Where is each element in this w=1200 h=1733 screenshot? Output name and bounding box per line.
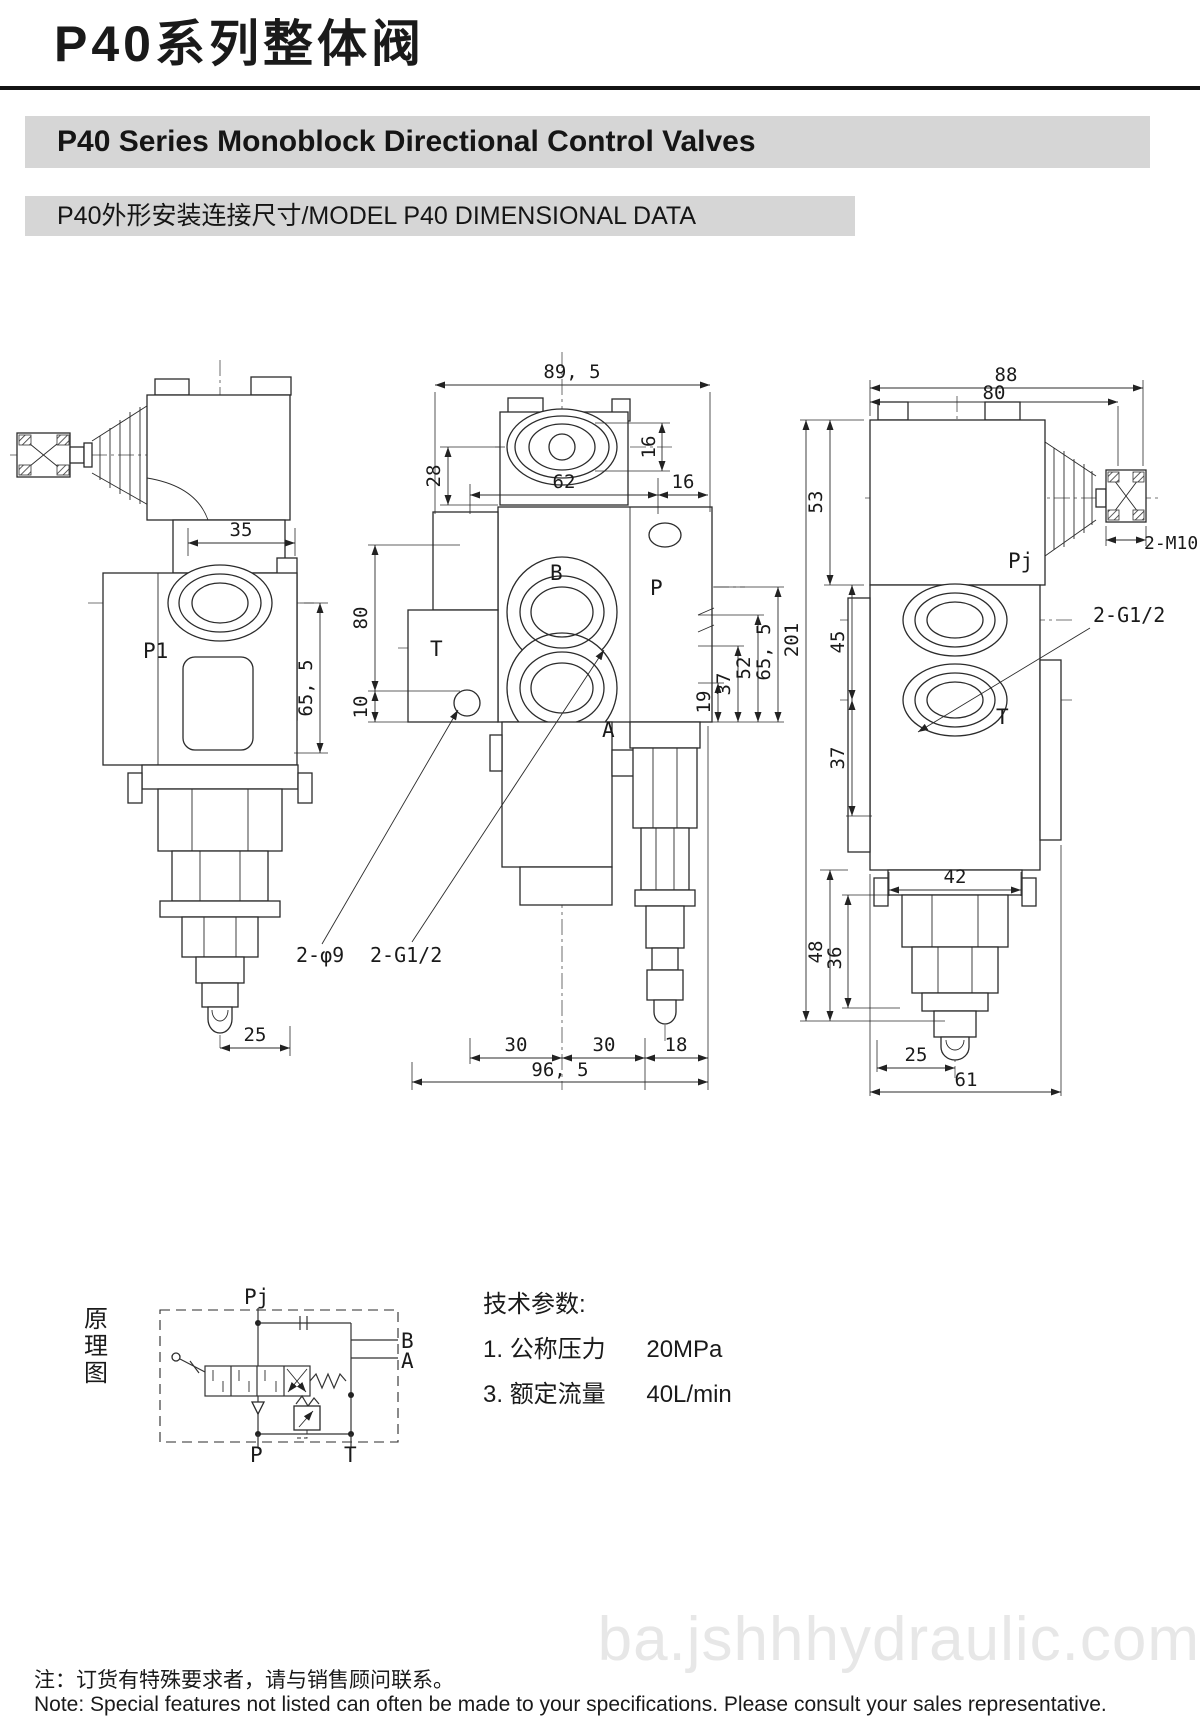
port-label-p: P xyxy=(650,576,663,600)
right-view: Pj T 2-G1/2 88 80 53 2-M10 201 45 37 42 xyxy=(781,364,1198,1096)
section-title-bar: P40外形安装连接尺寸/MODEL P40 DIMENSIONAL DATA xyxy=(25,196,855,236)
schematic-label-pj: Pj xyxy=(244,1285,269,1309)
relief-valve-symbol xyxy=(293,1394,321,1439)
note-english: Note: Special features not listed can of… xyxy=(34,1693,1107,1716)
callout-2-g12: 2-G1/2 xyxy=(370,943,442,967)
schematic-label-p: P xyxy=(250,1443,263,1467)
dim-label: 65, 5 xyxy=(295,659,317,716)
dim-label: 37 xyxy=(827,747,849,770)
tech-params-heading: 技术参数: xyxy=(483,1291,586,1318)
right-relief-stack xyxy=(873,869,1037,1061)
dim-label: 42 xyxy=(944,866,967,888)
left-lever xyxy=(16,403,151,507)
dim-label: 201 xyxy=(781,623,803,657)
port-label-t: T xyxy=(430,637,443,661)
dim-label: 16 xyxy=(638,436,660,459)
dim-label: 96, 5 xyxy=(531,1059,588,1081)
dim-label: 45 xyxy=(827,631,849,654)
tech-param-value: 20MPa xyxy=(646,1336,723,1363)
title-divider xyxy=(0,86,1200,90)
middle-view: B P T A 89, 5 16 28 62 16 80 10 xyxy=(296,352,784,1090)
watermark-text: ba.jshhhydraulic.com xyxy=(597,1605,1200,1674)
dim-label: 25 xyxy=(905,1044,928,1066)
tech-param-name: 公称压力 xyxy=(509,1336,606,1363)
dim-label: 10 xyxy=(350,696,372,719)
dim-label: 89, 5 xyxy=(543,361,600,383)
middle-bottom-assembly xyxy=(489,721,701,1025)
dim-label: 80 xyxy=(983,382,1006,404)
callout-2-g12: 2-G1/2 xyxy=(1093,603,1165,627)
schematic-title: 原理图 xyxy=(84,1306,108,1387)
series-subtitle-bar: P40 Series Monoblock Directional Control… xyxy=(25,116,1150,168)
hydraulic-schematic: Pj B A xyxy=(159,1285,414,1467)
dim-label: 37 xyxy=(713,673,735,696)
dim-label: 19 xyxy=(693,691,715,714)
dim-label: 30 xyxy=(505,1034,528,1056)
dim-label: 30 xyxy=(593,1034,616,1056)
port-p1-ring-outer xyxy=(167,564,273,642)
dim-label: 35 xyxy=(230,519,253,541)
dim-label: 62 xyxy=(553,471,576,493)
schematic-label-t: T xyxy=(344,1443,357,1467)
dim-label: 52 xyxy=(733,657,755,680)
tech-param-no: 1. xyxy=(483,1336,504,1363)
dim-label: 65, 5 xyxy=(753,623,775,680)
port-label-a: A xyxy=(602,718,615,742)
schematic-label-b: B xyxy=(401,1329,414,1353)
dim-label: 25 xyxy=(244,1024,267,1046)
right-lever xyxy=(1044,441,1147,557)
tech-param-row: 1. 公称压力 20MPa xyxy=(483,1327,732,1372)
dim-label: 28 xyxy=(423,465,445,488)
left-relief-stack xyxy=(127,764,313,1034)
tech-param-row: 3. 额定流量 40L/min xyxy=(483,1372,732,1417)
port-label-b: B xyxy=(550,561,563,585)
port-label-t: T xyxy=(996,705,1009,729)
callout-2-phi9: 2-φ9 xyxy=(296,943,344,967)
tech-param-no: 3. xyxy=(483,1381,504,1408)
dim-label: 16 xyxy=(672,471,695,493)
left-view: 35 P1 65, 5 25 xyxy=(10,360,328,1056)
note-chinese: 注：订货有特殊要求者，请与销售顾问联系。 xyxy=(34,1669,454,1692)
page-title: P40系列整体阀 xyxy=(54,16,425,72)
mount-hole xyxy=(453,689,481,717)
directional-valve-symbol xyxy=(171,1352,347,1397)
port-label-pj: Pj xyxy=(1008,549,1033,573)
dim-label: 80 xyxy=(350,607,372,630)
callout-2-m10: 2-M10 xyxy=(1144,533,1198,554)
dim-label: 53 xyxy=(805,491,827,514)
dim-label: 18 xyxy=(665,1034,688,1056)
dim-label: 88 xyxy=(995,364,1018,386)
dim-label: 48 xyxy=(805,941,827,964)
tech-param-name: 额定流量 xyxy=(509,1381,606,1408)
dim-label: 36 xyxy=(824,947,846,970)
schematic-label-a: A xyxy=(401,1349,414,1373)
tech-params: 技术参数: 1. 公称压力 20MPa 3. 额定流量 40L/min xyxy=(483,1282,732,1417)
check-valve-symbol xyxy=(250,1401,266,1416)
tech-param-value: 40L/min xyxy=(646,1381,732,1408)
port-label-p1: P1 xyxy=(143,639,168,663)
dim-label: 61 xyxy=(955,1069,978,1091)
